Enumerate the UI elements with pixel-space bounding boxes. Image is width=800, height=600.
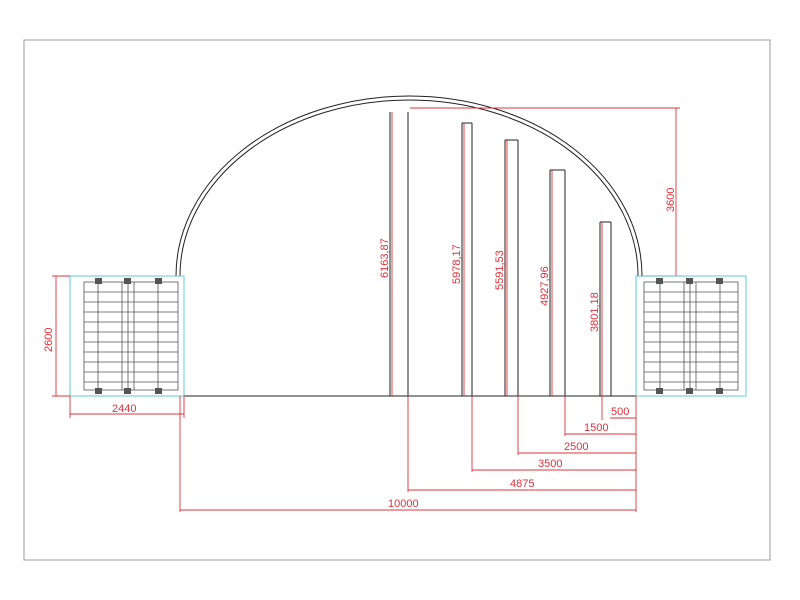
offset-label-4875: 4875 bbox=[510, 478, 534, 490]
container-height-label: 2600 bbox=[43, 328, 55, 352]
container-dimensions bbox=[52, 275, 185, 418]
offset-label-3500: 3500 bbox=[538, 458, 562, 470]
station-height-label-4: 4927,96 bbox=[539, 266, 551, 306]
offset-label-2500: 2500 bbox=[564, 441, 588, 453]
left-container bbox=[69, 275, 185, 397]
arch-outer bbox=[175, 95, 643, 277]
offset-label-500: 500 bbox=[611, 406, 629, 418]
offset-dimensions bbox=[179, 396, 637, 512]
arch-inner bbox=[179, 99, 639, 277]
span-label: 10000 bbox=[388, 498, 419, 510]
height-stations bbox=[389, 112, 612, 396]
station-height-label-5: 3801,18 bbox=[589, 292, 601, 332]
offset-label-1500: 1500 bbox=[584, 422, 608, 434]
station-height-label-3: 5591,53 bbox=[494, 250, 506, 290]
arch-height-label: 3600 bbox=[665, 188, 677, 212]
station-height-label-1: 6163,87 bbox=[379, 238, 391, 278]
sheet-frame bbox=[23, 39, 771, 561]
station-height-label-2: 5978,17 bbox=[451, 244, 463, 284]
right-container bbox=[635, 275, 747, 397]
container-width-label: 2440 bbox=[112, 403, 136, 415]
height-dimension-lines bbox=[391, 112, 603, 396]
